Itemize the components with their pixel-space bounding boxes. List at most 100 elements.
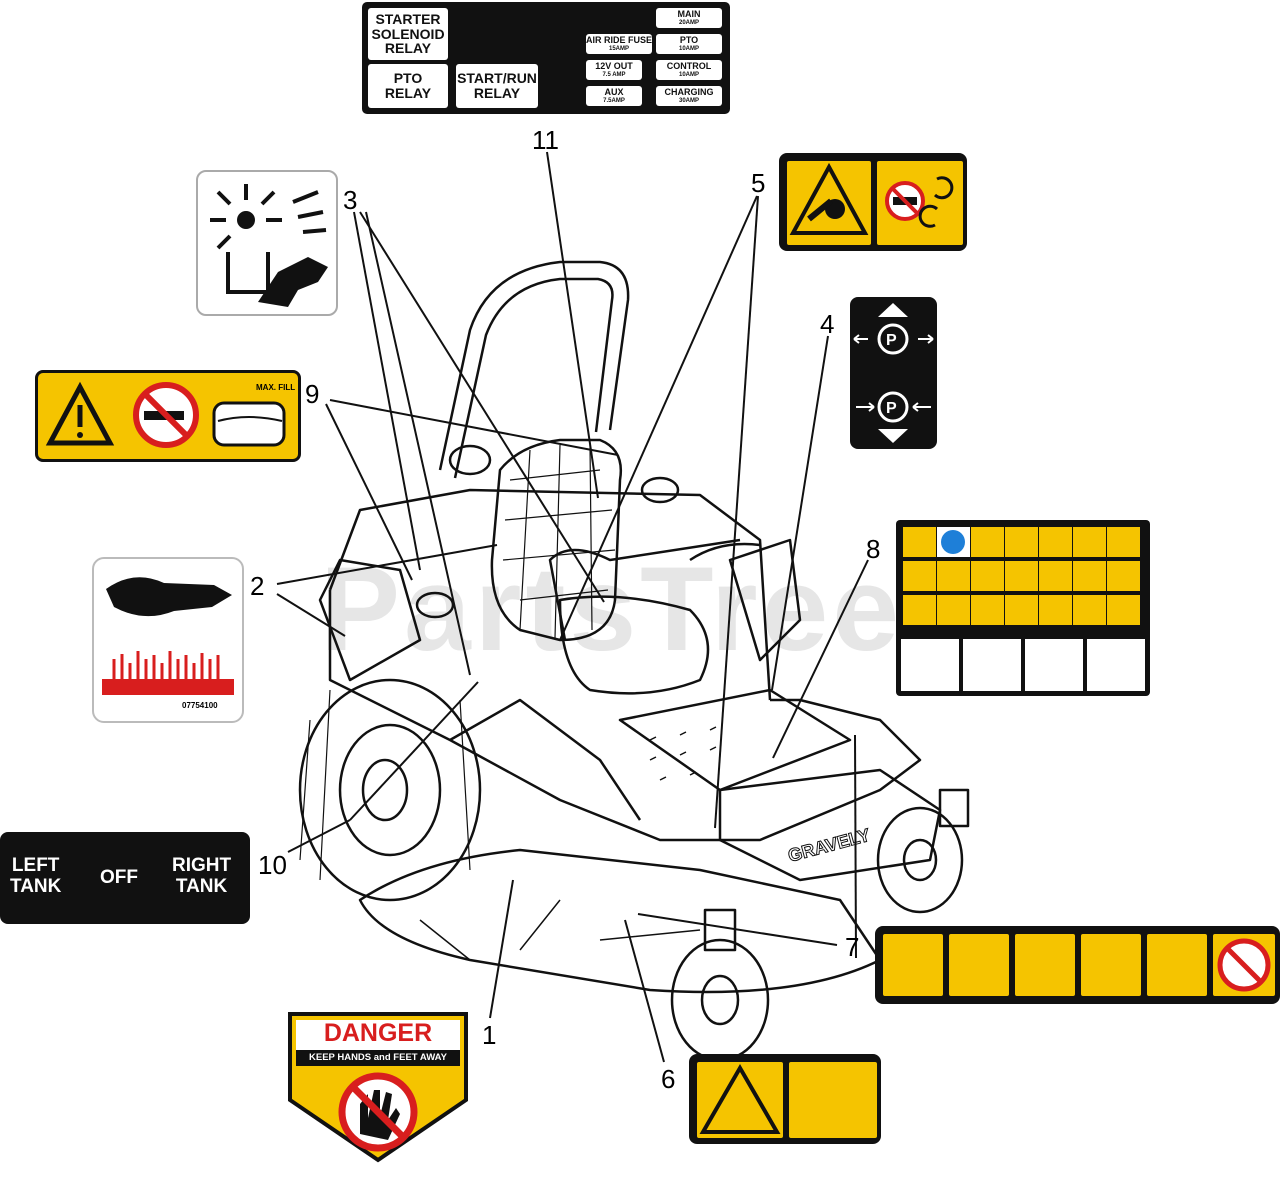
tip-warning-icon — [1038, 526, 1073, 558]
start-run-relay-label: START/RUN RELAY — [456, 64, 538, 108]
heat-decal-code: 07754100 — [182, 701, 218, 710]
water-hazard-icon — [936, 560, 971, 592]
rotate-icon — [1004, 560, 1039, 592]
blade-hazard-icon — [1013, 932, 1077, 998]
no-riders-icon — [970, 560, 1005, 592]
drop-off-icon — [902, 560, 937, 592]
danger-title: DANGER — [323, 1019, 433, 1047]
callout-4: 4 — [820, 309, 835, 339]
key-remove-icon — [1106, 560, 1141, 592]
read-manual-icon — [936, 526, 971, 558]
callout-5: 5 — [751, 168, 766, 198]
lower-deck-icon — [787, 1060, 879, 1140]
svg-text:P: P — [886, 400, 897, 417]
danger-subtitle: KEEP HANDS and FEET AWAY — [309, 1052, 447, 1063]
rollover-icon — [1004, 526, 1039, 558]
leader-8 — [772, 559, 869, 759]
callout-3: 3 — [343, 185, 358, 215]
reverse-mowing-icon — [970, 594, 1005, 626]
blade-contact-icon — [695, 1060, 785, 1140]
backing-hazard-icon — [1004, 594, 1039, 626]
watermark: PartsTree — [320, 542, 904, 676]
deck-blade-decal — [689, 1054, 881, 1144]
fuel-warning-decal: MAX. FILL — [35, 370, 301, 462]
thrown-objects-icon — [881, 932, 945, 998]
starter-solenoid-relay-label: STARTER SOLENOID RELAY — [368, 8, 448, 60]
warning-triangle-icon — [902, 526, 937, 558]
neutral-forward-icon — [1024, 638, 1084, 692]
belt-hazard-decal — [779, 153, 967, 251]
svg-text:P: P — [886, 332, 897, 349]
leader-2b — [276, 593, 346, 637]
keep-distance-icon — [947, 932, 1011, 998]
child-hazard-icon — [902, 594, 937, 626]
turn-lever-icon — [1086, 638, 1146, 692]
fan-hand-icon — [210, 184, 328, 307]
parking-brake-icons: P P — [853, 303, 934, 443]
left-tank-label: LEFT TANK — [10, 855, 62, 897]
no-hands-rotate-icon-2 — [1079, 932, 1143, 998]
fuse-relay-decal: STARTER SOLENOID RELAY PTO RELAY START/R… — [362, 2, 730, 114]
fuel-tank-selector-decal: LEFT TANK OFF RIGHT TANK — [0, 832, 250, 924]
fuel-icon — [1106, 594, 1141, 626]
leader-9a — [329, 399, 619, 456]
leader-5b — [714, 195, 759, 829]
no-children-icon — [936, 594, 971, 626]
callout-11: 11 — [532, 125, 559, 155]
fuel-warning-icons — [45, 381, 286, 448]
leader-2a — [276, 544, 498, 585]
leader-1 — [489, 879, 514, 1019]
parking-brake-decal: P P — [850, 297, 937, 449]
leader-7b — [637, 913, 838, 946]
leader-9b — [325, 403, 413, 581]
leader-7a — [854, 734, 857, 959]
leader-6 — [624, 919, 665, 1063]
slope-hazard-icon — [970, 526, 1005, 558]
max-fill-label: MAX. FILL — [256, 383, 296, 392]
hot-surface-icon — [102, 577, 234, 695]
fan-hazard-decal — [196, 170, 338, 316]
hot-surface-decal: 07754100 — [92, 557, 244, 723]
leader-3b — [359, 211, 605, 603]
leader-10b — [349, 681, 479, 821]
no-step-icon — [1211, 932, 1277, 998]
forward-lever-icon — [900, 638, 960, 692]
leader-5a — [559, 195, 758, 641]
leader-4 — [771, 335, 829, 691]
stop-blades-icon — [1072, 594, 1107, 626]
leader-10 — [287, 819, 351, 853]
danger-keep-away-decal: DANGER KEEP HANDS and FEET AWAY — [284, 1008, 472, 1164]
callout-8: 8 — [866, 534, 881, 564]
callout-9: 9 — [305, 379, 320, 409]
callout-6: 6 — [661, 1064, 676, 1094]
remove-key-icon — [1145, 932, 1209, 998]
leader-3a — [353, 211, 421, 571]
right-tank-label: RIGHT TANK — [172, 855, 232, 897]
callout-10: 10 — [258, 850, 287, 880]
neutral-reverse-icon — [962, 638, 1022, 692]
leader-11 — [546, 151, 599, 499]
callout-2: 2 — [250, 571, 265, 601]
leader-3c — [365, 211, 471, 676]
danger-shield-shape — [288, 1012, 468, 1163]
pto-relay-label: PTO RELAY — [368, 64, 448, 108]
callout-7: 7 — [845, 932, 860, 962]
thrown-object-icon — [1038, 560, 1073, 592]
slope-10-icon — [1106, 526, 1141, 558]
slope-15-icon — [1072, 526, 1107, 558]
off-label: OFF — [100, 867, 138, 888]
child-distance-icon — [1038, 594, 1073, 626]
operator-safety-decal — [896, 520, 1150, 696]
deck-safety-decal — [875, 926, 1280, 1004]
bystander-icon — [1072, 560, 1107, 592]
